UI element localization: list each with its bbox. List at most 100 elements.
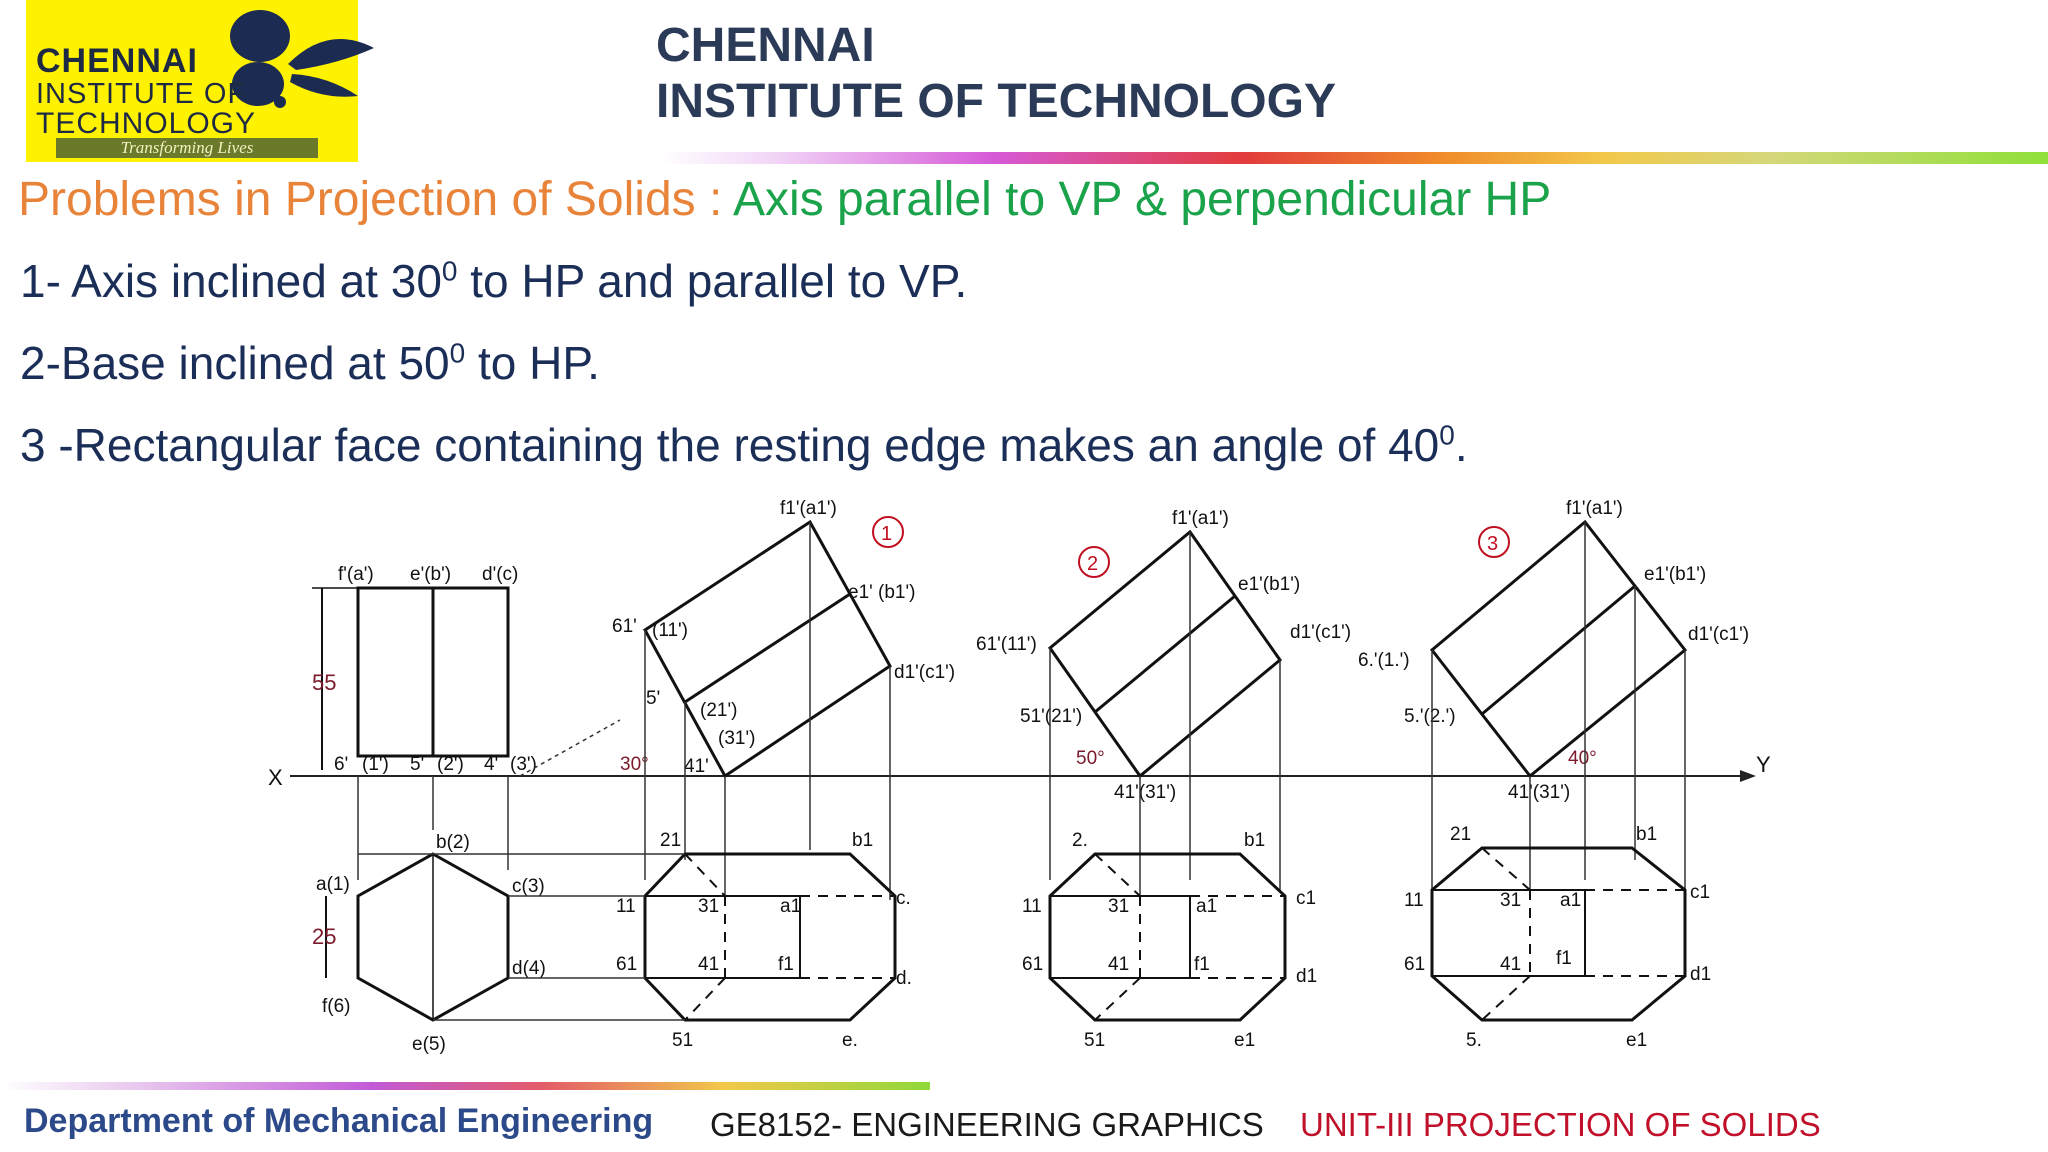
top-view-stage3-labels: 21 b1 11 31 a1 c1 61 41 f1 d1 5. e1: [1404, 824, 1711, 1051]
front-view-stage3-labels: f1'(a1') e1'(b1') d1'(c1') 6.'(1.') 5.'(…: [1358, 498, 1749, 803]
logo-text-institute: INSTITUTE OF: [36, 78, 247, 110]
top-view-initial: [356, 852, 510, 1022]
footer-divider: [0, 1082, 930, 1090]
svg-text:4': 4': [484, 754, 498, 775]
svg-text:61'(11'): 61'(11'): [976, 634, 1037, 655]
svg-text:6.'(1.'): 6.'(1.'): [1358, 650, 1410, 671]
butterfly-icon: [230, 10, 374, 108]
slide-heading: Problems in Projection of Solids : Axis …: [18, 172, 1551, 227]
svg-text:a(1): a(1): [316, 874, 350, 895]
svg-text:(3'): (3'): [510, 754, 537, 775]
svg-text:51'(21'): 51'(21'): [1020, 706, 1082, 727]
heading-topic: Problems in Projection of Solids :: [18, 173, 734, 226]
svg-text:e1'(b1'): e1'(b1'): [1644, 564, 1706, 585]
svg-text:5': 5': [410, 754, 424, 775]
step-marker-3: 3: [1478, 526, 1510, 558]
svg-text:f1'(a1'): f1'(a1'): [1172, 508, 1229, 529]
svg-text:d.: d.: [896, 968, 912, 989]
svg-text:d1'(c1'): d1'(c1'): [1290, 622, 1351, 643]
svg-text:41'(31'): 41'(31'): [1114, 782, 1176, 803]
svg-text:31: 31: [1108, 896, 1129, 917]
footer-unit-title: UNIT-III PROJECTION OF SOLIDS: [1300, 1106, 1821, 1143]
svg-text:f1'(a1'): f1'(a1'): [780, 498, 837, 519]
svg-text:(31'): (31'): [718, 728, 755, 749]
svg-text:X: X: [268, 765, 283, 790]
svg-text:61': 61': [612, 616, 637, 637]
svg-text:25: 25: [312, 924, 336, 949]
svg-text:41: 41: [1500, 954, 1521, 975]
svg-text:41': 41': [684, 756, 709, 777]
svg-text:11: 11: [616, 896, 636, 917]
svg-text:a1: a1: [1196, 896, 1217, 917]
svg-text:e1: e1: [1234, 1030, 1255, 1051]
heading-subtopic: Axis parallel to VP & perpendicular HP: [733, 173, 1552, 226]
svg-text:11: 11: [1404, 890, 1424, 911]
svg-text:1: 1: [881, 523, 892, 545]
svg-text:61: 61: [1404, 954, 1425, 975]
svg-text:d'(c): d'(c): [482, 564, 518, 585]
top-view-stage1: [643, 852, 897, 1022]
top-view-stage2: [1048, 852, 1287, 1022]
svg-text:d1'(c1'): d1'(c1'): [1688, 624, 1749, 645]
svg-text:f(6): f(6): [322, 996, 351, 1017]
svg-text:5': 5': [646, 688, 660, 709]
svg-text:21: 21: [1450, 824, 1471, 845]
svg-text:(1'): (1'): [362, 754, 389, 775]
statement-3: 3 -Rectangular face containing the resti…: [20, 419, 1468, 471]
base-lines-stage1: [358, 853, 685, 1021]
logo-text-technology: TECHNOLOGY: [36, 107, 257, 140]
dimension-55: 55: [312, 587, 358, 770]
projector-lines-stage2: [1049, 532, 1281, 900]
svg-text:11: 11: [1022, 896, 1042, 917]
svg-text:41'(31'): 41'(31'): [1508, 782, 1570, 803]
svg-text:21: 21: [660, 830, 681, 851]
svg-text:51: 51: [1084, 1030, 1105, 1051]
projector-lines-stage1: [644, 522, 891, 900]
svg-text:2.: 2.: [1072, 830, 1088, 851]
xy-reference-line: X Y: [268, 752, 1771, 790]
svg-text:d1: d1: [1296, 966, 1317, 987]
svg-text:5.: 5.: [1466, 1030, 1482, 1051]
svg-text:c1: c1: [1296, 888, 1316, 909]
statement-2: 2-Base inclined at 500 to HP.: [20, 337, 600, 389]
svg-text:(21'): (21'): [700, 700, 737, 721]
svg-text:c1: c1: [1690, 882, 1710, 903]
svg-text:b1: b1: [1636, 824, 1657, 845]
svg-text:d1: d1: [1690, 964, 1711, 985]
institute-logo: CHENNAI INSTITUTE OF TECHNOLOGY Transfor…: [26, 0, 374, 162]
org-title-line1: CHENNAI: [656, 19, 875, 72]
svg-text:3: 3: [1487, 533, 1498, 555]
step-marker-1: 1: [872, 516, 904, 548]
front-view-stage2-labels: f1'(a1') e1'(b1') d1'(c1') 61'(11') 51'(…: [976, 508, 1351, 803]
svg-text:c.: c.: [896, 888, 911, 909]
front-view-stage1-labels: f1'(a1') e1' (b1') d1'(c1') 61' (11') 5'…: [612, 498, 955, 777]
svg-text:a1: a1: [1560, 890, 1581, 911]
svg-text:e.: e.: [842, 1030, 858, 1051]
svg-text:51: 51: [672, 1030, 693, 1051]
projector-lines-stage3: [1431, 522, 1686, 900]
svg-text:b1: b1: [1244, 830, 1265, 851]
svg-text:f'(a'): f'(a'): [338, 564, 374, 585]
svg-text:30°: 30°: [620, 754, 649, 775]
svg-text:2: 2: [1087, 553, 1098, 575]
svg-text:f1'(a1'): f1'(a1'): [1566, 498, 1623, 519]
svg-text:f1: f1: [1556, 948, 1572, 969]
step-marker-2: 2: [1078, 546, 1110, 578]
svg-text:5.'(2.'): 5.'(2.'): [1404, 706, 1456, 727]
svg-text:41: 41: [1108, 954, 1129, 975]
front-view-initial-labels: f'(a') e'(b') d'(c) 6' (1') 5' (2') 4' (…: [334, 564, 537, 775]
logo-tagline: Transforming Lives: [56, 138, 318, 158]
projector-lines-stage0: [357, 719, 621, 880]
svg-text:e'(b'): e'(b'): [410, 564, 451, 585]
svg-text:e1'(b1'): e1'(b1'): [1238, 574, 1300, 595]
svg-text:b(2): b(2): [436, 832, 470, 853]
front-view-stage3: [1429, 519, 1688, 779]
projection-drawing: X Y f'(a') e'(b') d'(c) 6' (1') 5' (2') …: [268, 498, 1771, 1055]
front-view-initial: [356, 586, 510, 758]
svg-text:41: 41: [698, 954, 719, 975]
top-view-initial-labels: b(2) a(1) c(3) d(4) f(6) e(5): [316, 832, 546, 1055]
svg-text:d1'(c1'): d1'(c1'): [894, 662, 955, 683]
svg-text:55: 55: [312, 670, 336, 695]
svg-text:a1: a1: [780, 896, 801, 917]
org-title: CHENNAI INSTITUTE OF TECHNOLOGY: [656, 18, 1336, 130]
